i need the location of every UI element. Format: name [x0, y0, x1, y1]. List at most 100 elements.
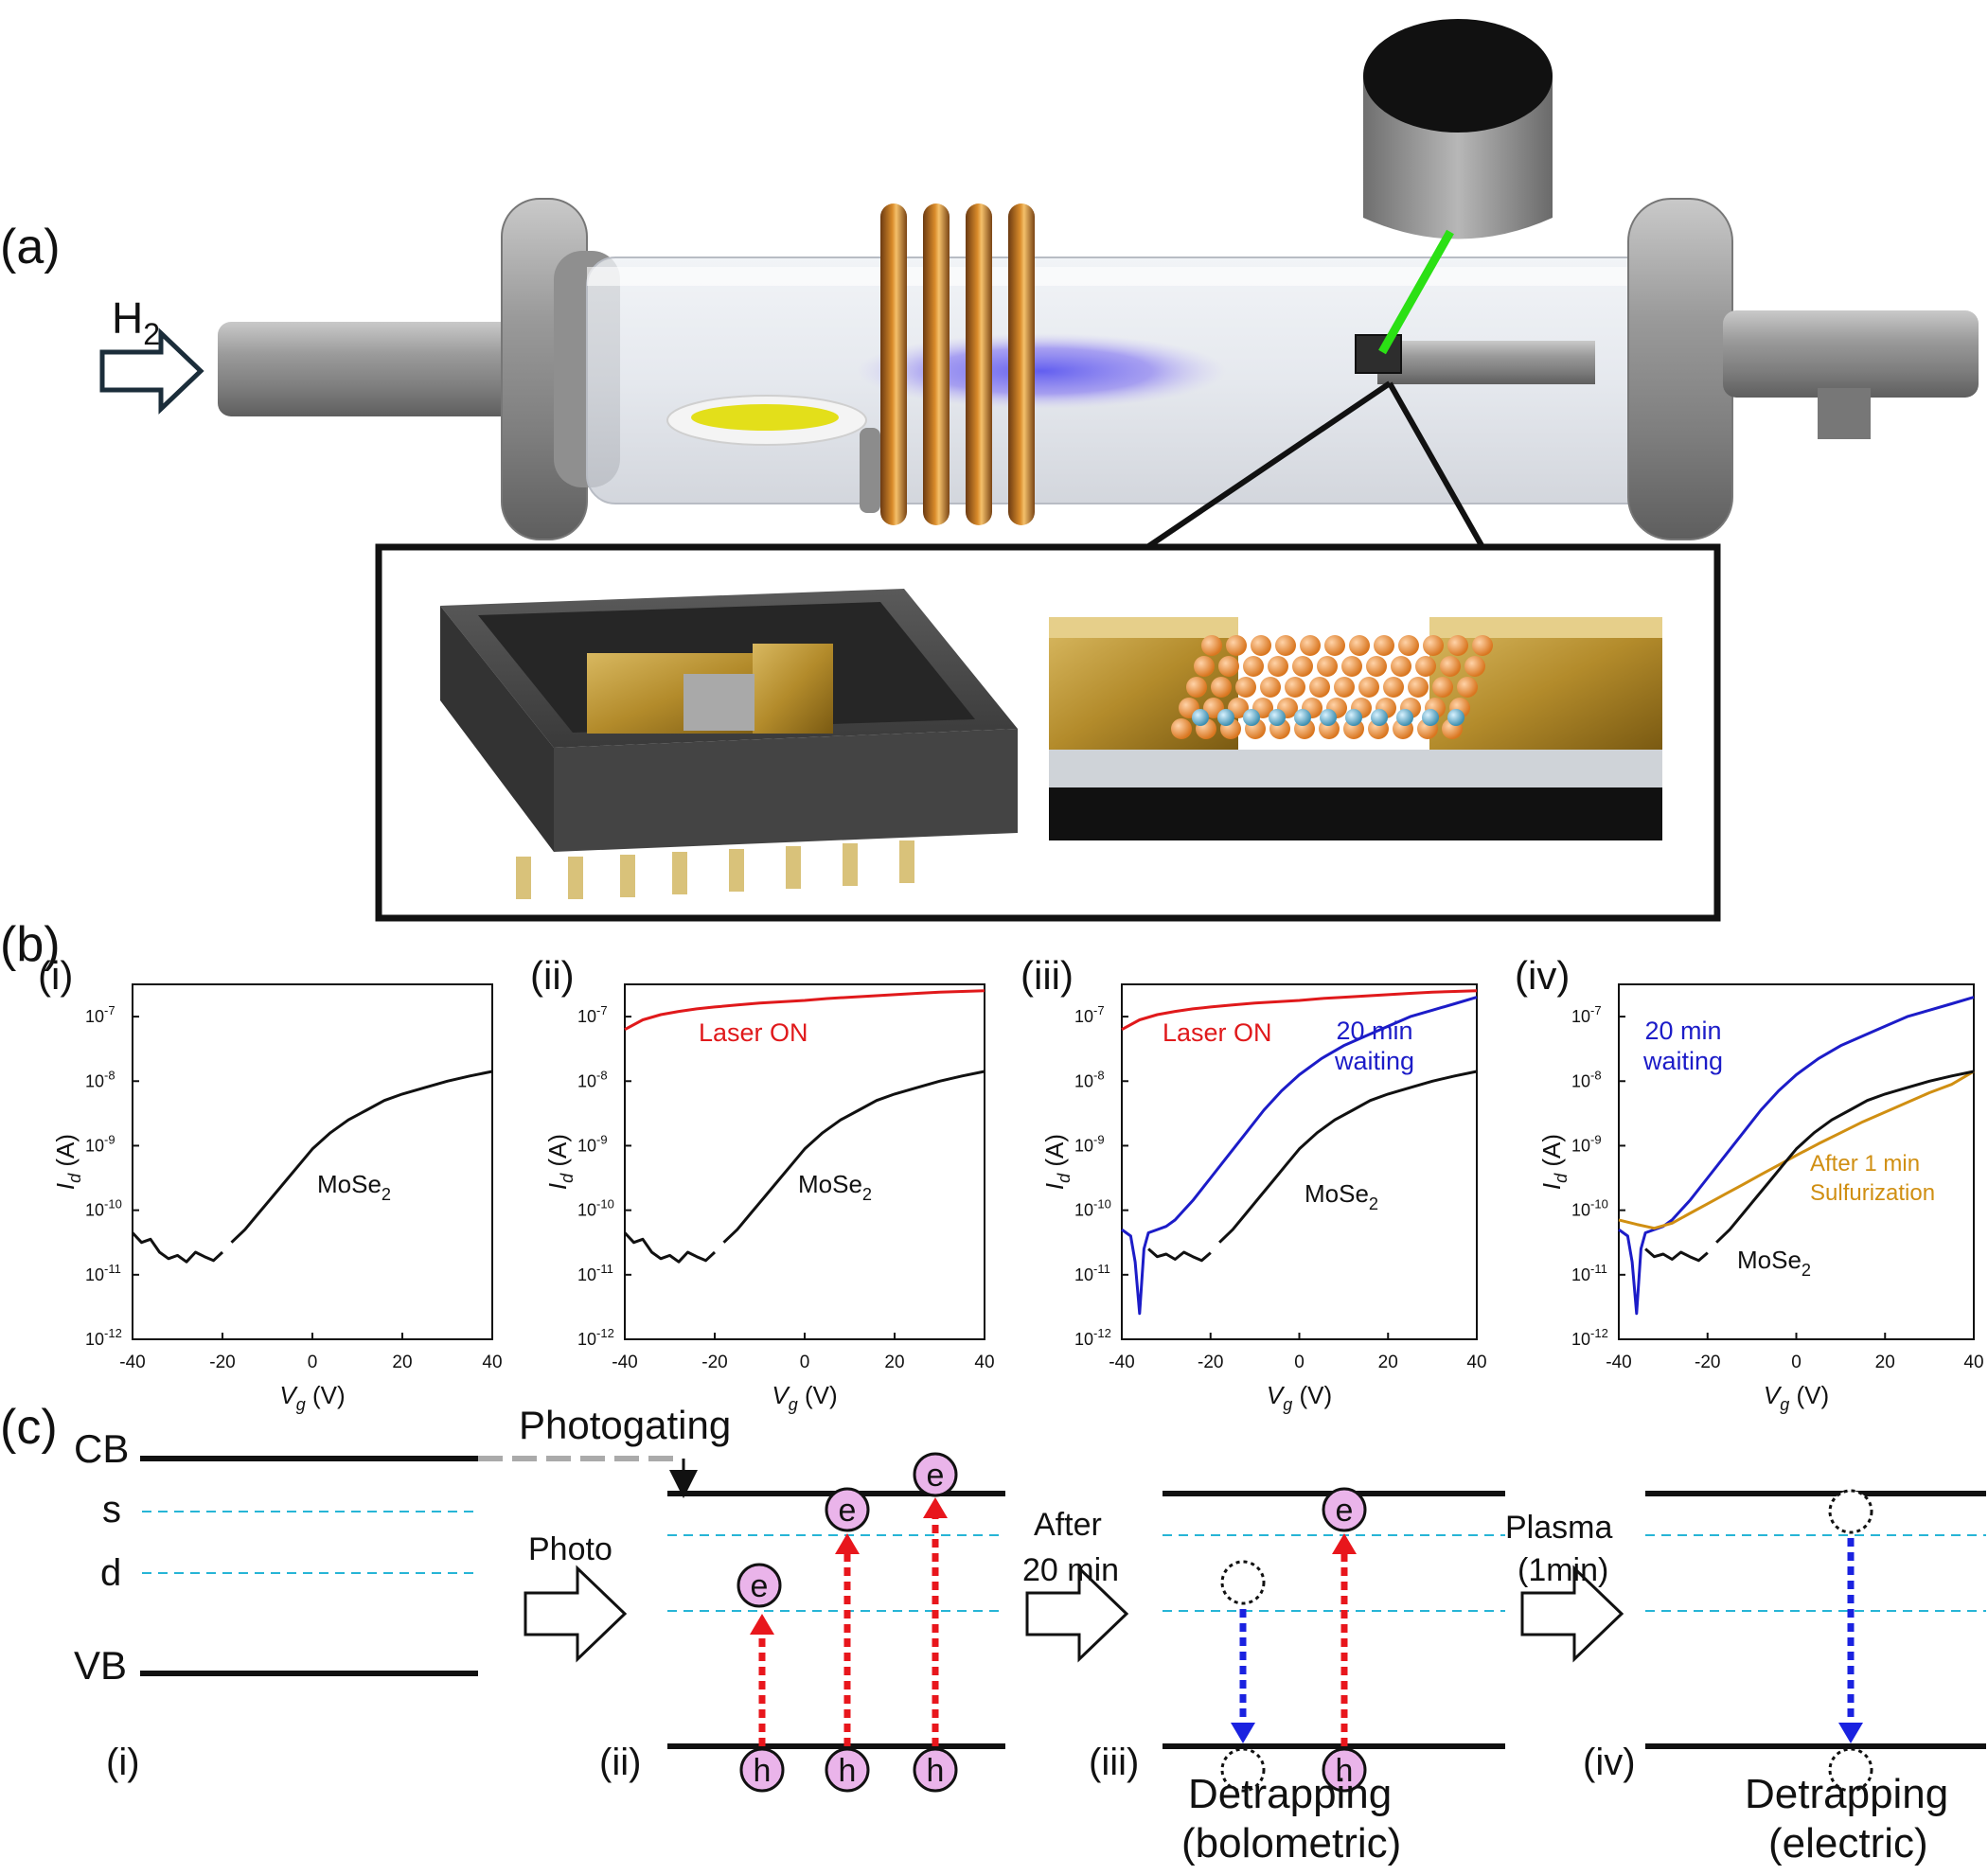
y-tick-label: 10-8 — [1074, 1068, 1105, 1090]
se-atom — [1464, 656, 1485, 677]
se-atom — [1398, 635, 1419, 656]
x-tick-label: 0 — [308, 1353, 318, 1372]
mo-atom — [1294, 709, 1311, 726]
se-atom — [1472, 635, 1493, 656]
y-tick-label: 10-7 — [1074, 1003, 1105, 1026]
se-atom — [1235, 677, 1256, 698]
se-atom — [1171, 718, 1192, 739]
hole-label: h — [839, 1753, 857, 1789]
detrap-arrow-head — [1231, 1723, 1255, 1743]
y-tick-label: 10-8 — [1571, 1068, 1602, 1090]
se-atom — [1391, 656, 1411, 677]
rf-coil — [860, 203, 1035, 525]
mo-atom — [1243, 709, 1260, 726]
y-axis-label: Id (A) — [543, 1134, 577, 1190]
electron-label: e — [927, 1458, 945, 1494]
hole-label: h — [1336, 1753, 1354, 1789]
process-arrow-plasma — [1520, 1565, 1624, 1663]
series-line — [1121, 996, 1478, 1316]
x-tick-label: -20 — [701, 1353, 727, 1372]
se-atom — [1349, 635, 1370, 656]
y-tick-label: 10-7 — [85, 1003, 115, 1026]
x-tick-label: 40 — [974, 1353, 994, 1372]
y-tick-label: 10-9 — [85, 1132, 115, 1155]
panel-b: (b) (i)10-710-810-910-1010-1110-12-40-20… — [0, 917, 1984, 1414]
series-line — [1644, 1247, 1709, 1263]
se-atom — [1309, 677, 1330, 698]
mo-atom — [1192, 709, 1209, 726]
y-tick-label: 10-12 — [85, 1326, 122, 1349]
se-atom — [1366, 656, 1387, 677]
se-atom — [1285, 677, 1305, 698]
y-tick-label: 10-12 — [1074, 1326, 1111, 1349]
electron — [1322, 1487, 1367, 1532]
x-tick-label: -20 — [209, 1353, 235, 1372]
y-axis-label: Id (A) — [51, 1134, 84, 1190]
se-atom — [1383, 677, 1404, 698]
se-atom — [1260, 677, 1281, 698]
x-tick-label: 0 — [800, 1353, 810, 1372]
se-atom — [1358, 677, 1379, 698]
mo-atom — [1345, 709, 1362, 726]
mo-atom — [1447, 709, 1464, 726]
empty-trap — [1220, 1560, 1266, 1605]
subpanel-label: (iv) — [1515, 953, 1570, 998]
stage-label-iv: (iv) — [1583, 1742, 1636, 1783]
x-axis-label: Vg (V) — [279, 1381, 345, 1414]
d-level-label: d — [100, 1552, 121, 1594]
electron-label: e — [751, 1568, 769, 1604]
electron — [737, 1563, 782, 1608]
se-atom — [1423, 635, 1444, 656]
x-tick-label: -40 — [612, 1353, 637, 1372]
series-label-laser-on: Laser ON — [1163, 1018, 1272, 1047]
y-tick-label: 10-11 — [85, 1262, 121, 1284]
cb-label: CB — [74, 1426, 129, 1471]
y-tick-label: 10-9 — [1074, 1132, 1105, 1155]
y-tick-label: 10-7 — [577, 1003, 608, 1026]
se-atom — [1251, 635, 1271, 656]
vb-label: VB — [74, 1643, 127, 1688]
hole — [1322, 1747, 1367, 1793]
x-axis-label: Vg (V) — [772, 1381, 837, 1414]
subpanel-label: (ii) — [530, 953, 575, 998]
y-tick-label: 10-11 — [577, 1262, 613, 1284]
se-atom — [1415, 656, 1436, 677]
se-atom — [1275, 635, 1296, 656]
se-atom — [1218, 656, 1239, 677]
se-atom — [1324, 635, 1345, 656]
gas-inlet-arrow — [99, 327, 204, 415]
series-line — [1218, 1070, 1478, 1244]
valve-knob — [1818, 388, 1871, 439]
y-axis-label: Id (A) — [1040, 1134, 1074, 1190]
right-flange — [1627, 198, 1733, 540]
mo-atom — [1320, 709, 1337, 726]
gas-label: H2 — [112, 293, 160, 351]
series-label-waiting: 20 min — [1336, 1017, 1412, 1045]
mo-atom — [1422, 709, 1439, 726]
plasma-label: (1min) — [1518, 1552, 1608, 1588]
x-tick-label: -40 — [1606, 1353, 1631, 1372]
excitation-arrow-head — [750, 1614, 774, 1635]
photogating-label: Photogating — [519, 1403, 731, 1447]
se-atom — [1447, 635, 1468, 656]
series-line — [1147, 1247, 1212, 1263]
hole-label: h — [754, 1753, 772, 1789]
electron — [913, 1452, 958, 1497]
subpanel-label: (i) — [38, 953, 73, 998]
photo-label: Photo — [528, 1531, 612, 1567]
chip-package-illustration — [440, 589, 1018, 899]
x-tick-label: -20 — [1695, 1353, 1720, 1372]
series-label-mose2: MoSe2 — [317, 1170, 391, 1204]
hole — [739, 1747, 785, 1793]
bolometric-label: (bolometric) — [1181, 1820, 1401, 1866]
panel-label-b: (b) — [0, 917, 61, 972]
sulfur-boat — [666, 395, 867, 446]
series-line — [722, 1070, 985, 1244]
detrapping-label: Detrapping — [1188, 1771, 1392, 1817]
electron — [825, 1487, 870, 1532]
x-tick-label: 0 — [1294, 1353, 1305, 1372]
empty-trap — [1828, 1489, 1873, 1534]
x-tick-label: 20 — [884, 1353, 904, 1372]
